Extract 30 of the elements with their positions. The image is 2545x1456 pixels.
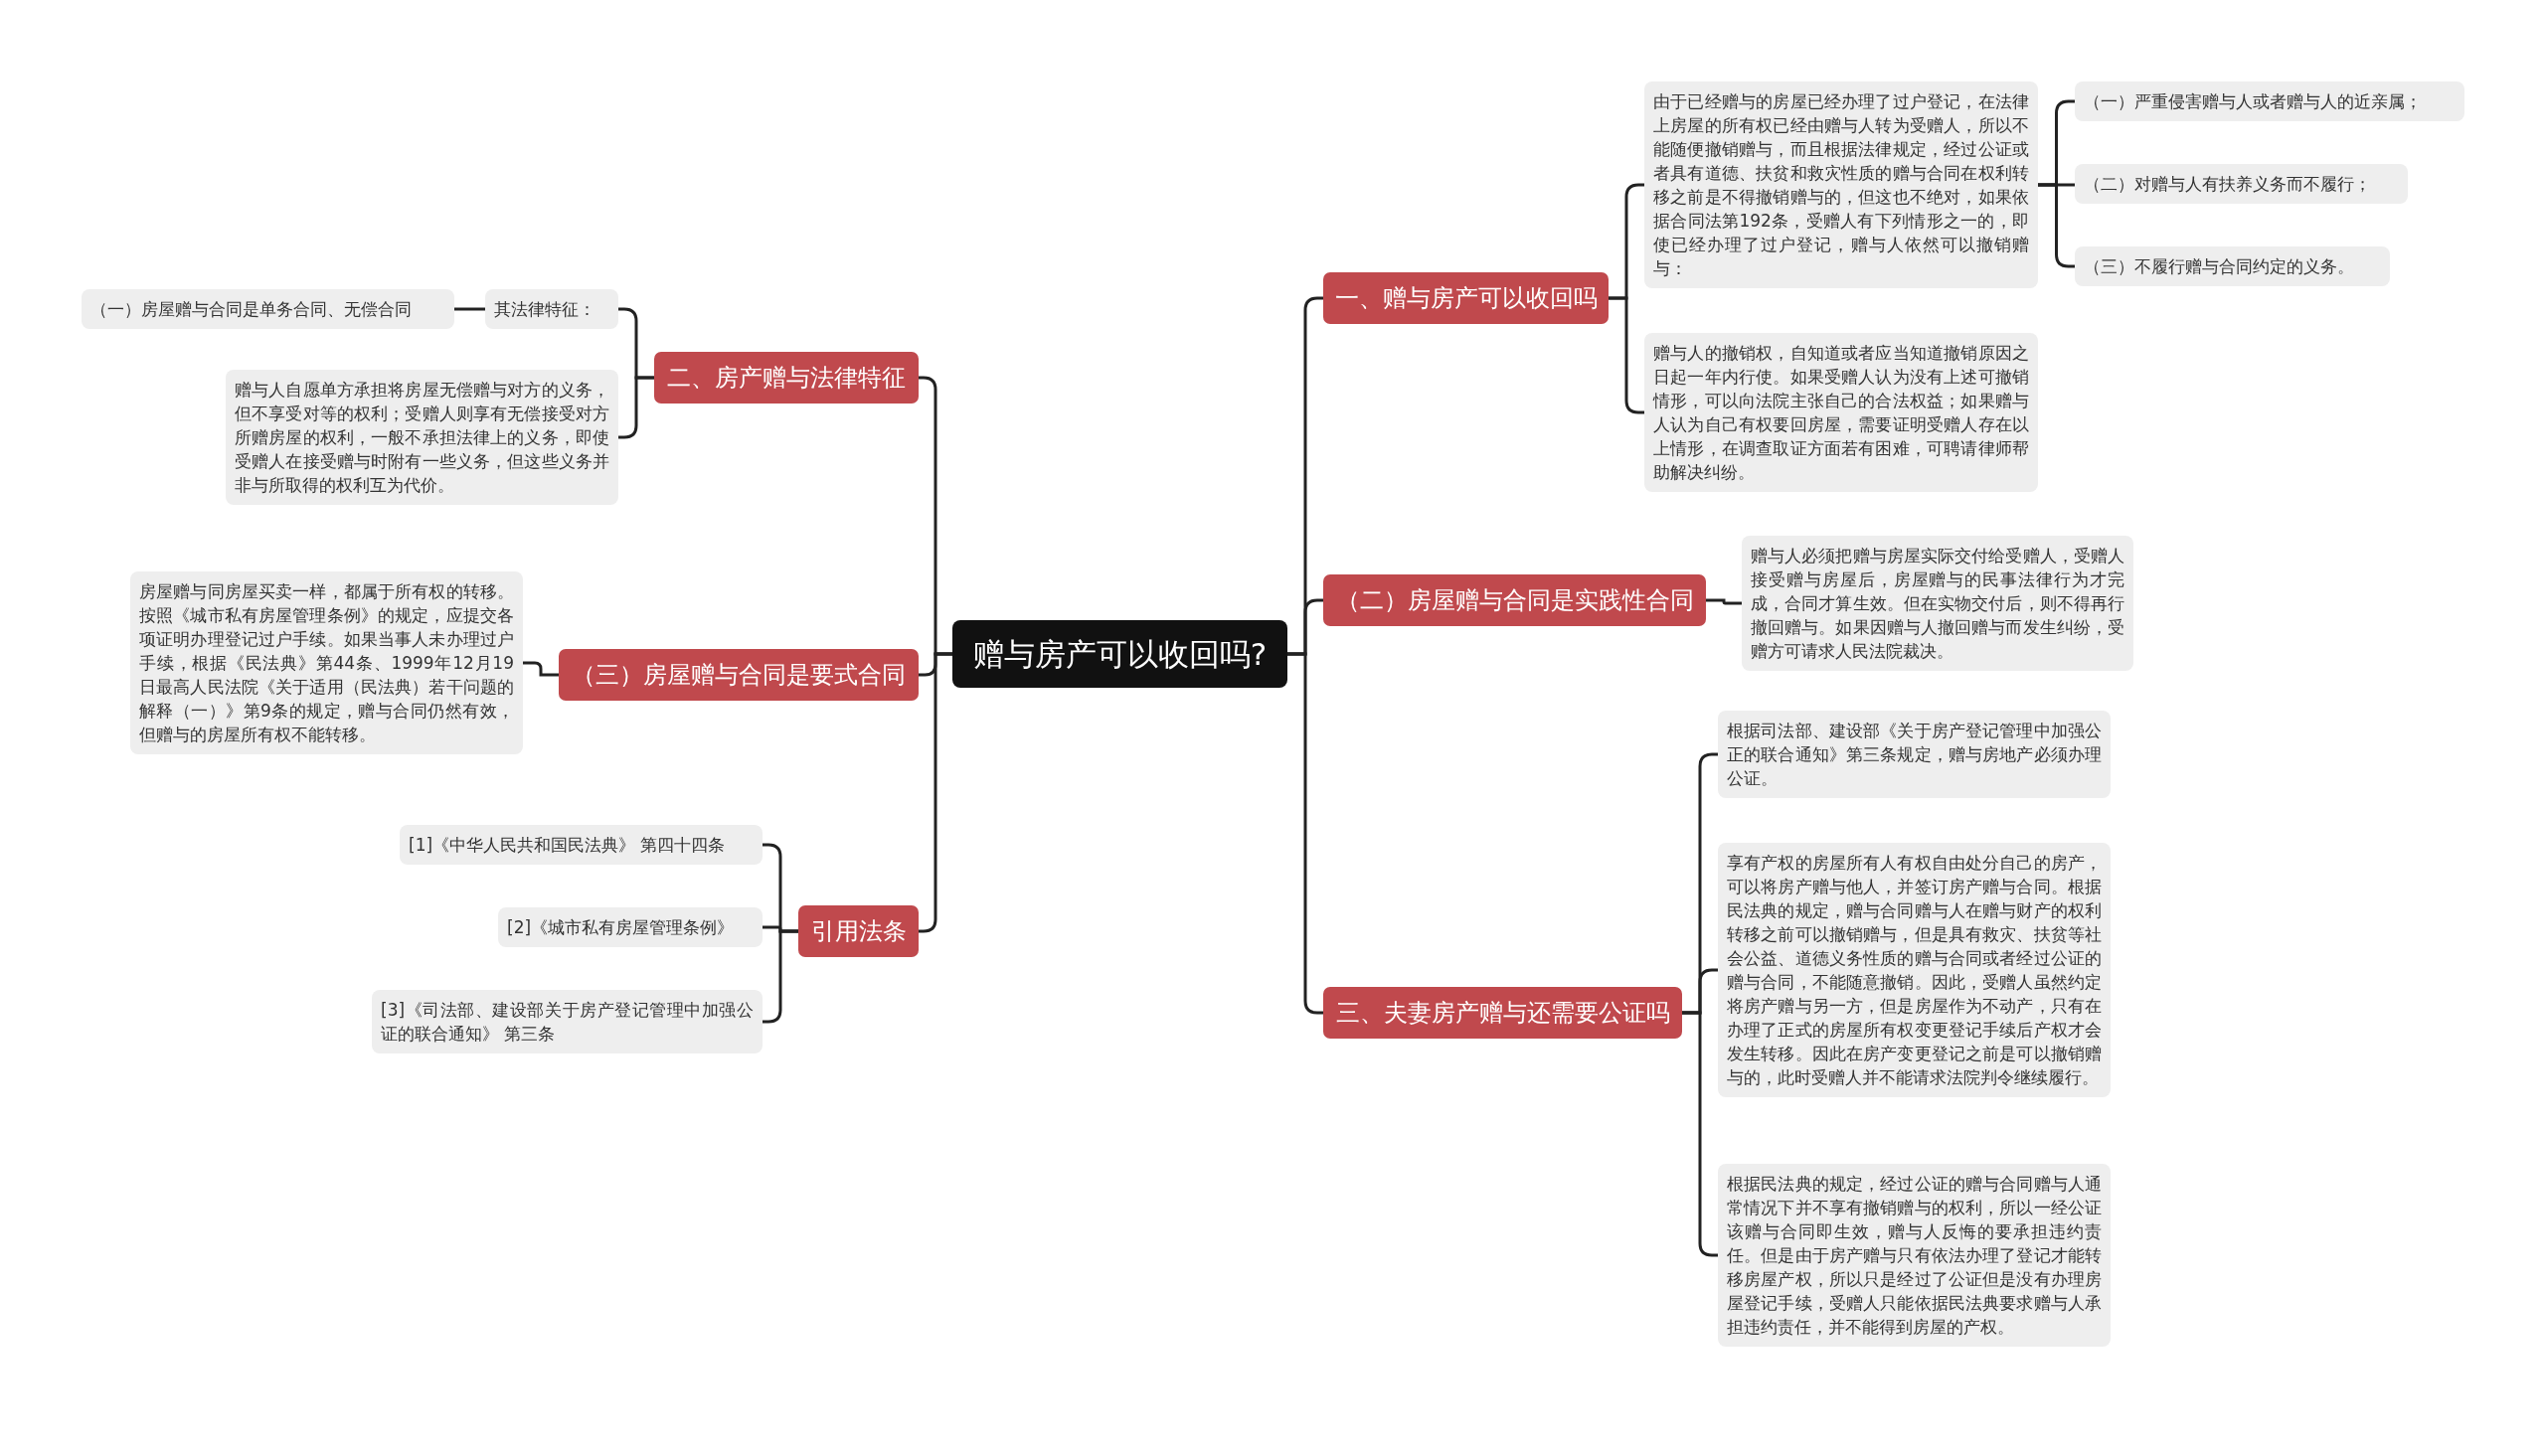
note-box: 赠与人自愿单方承担将房屋无偿赠与对方的义务，但不享受对等的权利；受赠人则享有无偿接受对方所赠房屋的权利，一般不承担法律上的义务，即使受赠人在接受赠与时附有一些义务，但这些义务并非与所取得的权利互为代价。: [226, 370, 618, 505]
connector-line: [1609, 296, 1644, 414]
note-box: [3]《司法部、建设部关于房产登记管理中加强公证的联合通知》 第三条: [372, 990, 763, 1053]
topic-box: 二、房产赠与法律特征: [654, 352, 919, 404]
note-box: 根据民法典的规定，经过公证的赠与合同赠与人通常情况下并不享有撤销赠与的权利，所以一经公证该赠与合同即生效，赠与人反悔的要承担违约责任。但是由于房产赠与只有依法办理了登记才能转移房屋产权，所以只是经过了公证但是没有办理房屋登记手续，受赠人只能依据民法典要求赠与人承担违约责任，并不能得到房屋的产权。: [1718, 1164, 2111, 1347]
connector-line: [523, 661, 559, 677]
note-box: 其法律特征：: [485, 289, 618, 329]
topic-box: 三、夫妻房产赠与还需要公证吗: [1323, 987, 1682, 1039]
note-box: 赠与人的撤销权，自知道或者应当知道撤销原因之日起一年内行使。如果受赠人认为没有上述可撤销情形，可以向法院主张自己的合法权益；如果赠与人认为自己有权要回房屋，需要证明受赠人存在以上情形，在调查取证方面若有困难，可聘请律师帮助解决纠纷。: [1644, 333, 2038, 492]
note-box: （二）对赠与人有扶养义务而不履行；: [2075, 164, 2408, 204]
note-box: 赠与人必须把赠与房屋实际交付给受赠人，受赠人接受赠与房屋后，房屋赠与的民事法律行为才完成，合同才算生效。但在实物交付后，则不得再行撤回赠与。如果因赠与人撤回赠与而发生纠纷，受赠方可请求人民法院裁决。: [1742, 536, 2133, 671]
topic-box: （二）房屋赠与合同是实践性合同: [1323, 574, 1706, 626]
note-box: （一）房屋赠与合同是单务合同、无偿合同: [82, 289, 454, 329]
note-box: （三）不履行赠与合同约定的义务。: [2075, 246, 2390, 286]
topic-box: （三）房屋赠与合同是要式合同: [559, 649, 919, 701]
connector-line: [454, 307, 485, 311]
note-box: （一）严重侵害赠与人或者赠与人的近亲属；: [2075, 81, 2464, 121]
connector-line: [1706, 598, 1742, 605]
connector-line: [1287, 652, 1323, 1015]
topic-box: 引用法条: [798, 905, 919, 957]
connector-line: [618, 376, 654, 439]
topic-box: 一、赠与房产可以收回吗: [1323, 272, 1609, 324]
note-box: [2]《城市私有房屋管理条例》: [498, 907, 763, 947]
note-box: 根据司法部、建设部《关于房产登记管理中加强公正的联合通知》第三条规定，赠与房地产必须办理公证。: [1718, 711, 2111, 798]
note-box: 享有产权的房屋所有人有权自由处分自己的房产，可以将房产赠与他人，并签订房产赠与合同。根据民法典的规定，赠与合同赠与人在赠与财产的权利转移之前可以撤销赠与，但是具有救灾、扶贫等社会公益、道德义务性质的赠与合同或者经过公证的赠与合同，不能随意撤销。因此，受赠人虽然约定将房产赠与另一方，但是房屋作为不动产，只有在办理了正式的房屋所有权变更登记手续后产权才会发生转移。因此在房产变更登记之前是可以撤销赠与的，此时受赠人并不能请求法院判令继续履行。: [1718, 843, 2111, 1097]
note-box: 房屋赠与同房屋买卖一样，都属于所有权的转移。按照《城市私有房屋管理条例》的规定，应提交各项证明办理登记过户手续。如果当事人未办理过户手续，根据《民法典》第44条、1999年12月19日最高人民法院《关于适用（民法典）若干问题的解释（一）》第9条的规定，赠与合同仍然有效，但赠与的房屋所有权不能转移。: [130, 571, 523, 754]
note-box: 由于已经赠与的房屋已经办理了过户登记，在法律上房屋的所有权已经由赠与人转为受赠人，所以不能随便撤销赠与，而且根据法律规定，经过公证或者具有道德、扶贫和救灾性质的赠与合同在权利转移之前是不得撤销赠与的，但这也不绝对，如果依据合同法第192条，受赠人有下列情形之一的，即使已经办理了过户登记，赠与人依然可以撤销赠与：: [1644, 81, 2038, 288]
connector-line: [2038, 183, 2075, 268]
note-box: [1]《中华人民共和国民法典》 第四十四条: [400, 825, 763, 865]
central-topic-box: 赠与房产可以收回吗?: [952, 620, 1287, 688]
